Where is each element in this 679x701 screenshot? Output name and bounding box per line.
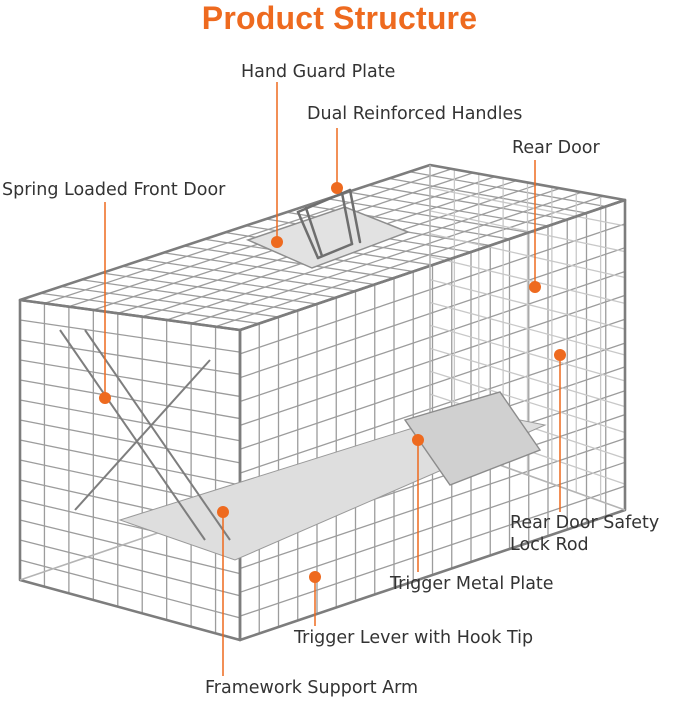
label-rear-lock-rod-1: Rear Door Safety bbox=[510, 513, 660, 533]
label-front-door: Spring Loaded Front Door bbox=[2, 180, 226, 200]
label-rear-door: Rear Door bbox=[512, 138, 600, 158]
side-mesh bbox=[239, 206, 626, 634]
support-arm-dot bbox=[217, 506, 229, 518]
rear-lock-rod-dot bbox=[554, 349, 566, 361]
front-door-mesh bbox=[19, 303, 241, 634]
page-title: Product Structure bbox=[201, 0, 478, 36]
trigger-plate bbox=[403, 391, 542, 486]
callout-lines bbox=[104, 82, 561, 676]
front-door-dot bbox=[99, 392, 111, 404]
hand-guard-plate-dot bbox=[271, 236, 283, 248]
front-door-rods bbox=[59, 329, 231, 541]
handle-bars bbox=[296, 188, 362, 260]
hand-guard-plate bbox=[245, 206, 411, 269]
label-trigger-plate: Trigger Metal Plate bbox=[390, 574, 554, 594]
top-mesh bbox=[40, 168, 606, 328]
dual-handles-dot bbox=[331, 182, 343, 194]
label-hand-guard-plate: Hand Guard Plate bbox=[241, 62, 396, 82]
wire-mesh bbox=[19, 168, 626, 634]
label-dual-handles: Dual Reinforced Handles bbox=[307, 104, 523, 124]
trigger-plate-dot bbox=[412, 434, 424, 446]
label-rear-lock-rod-2: Lock Rod bbox=[510, 535, 589, 555]
label-trigger-lever: Trigger Lever with Hook Tip bbox=[294, 628, 534, 648]
rear-door-dot bbox=[529, 281, 541, 293]
trigger-lever-dot bbox=[309, 571, 321, 583]
label-support-arm: Framework Support Arm bbox=[205, 678, 419, 698]
callout-dots bbox=[99, 182, 566, 583]
